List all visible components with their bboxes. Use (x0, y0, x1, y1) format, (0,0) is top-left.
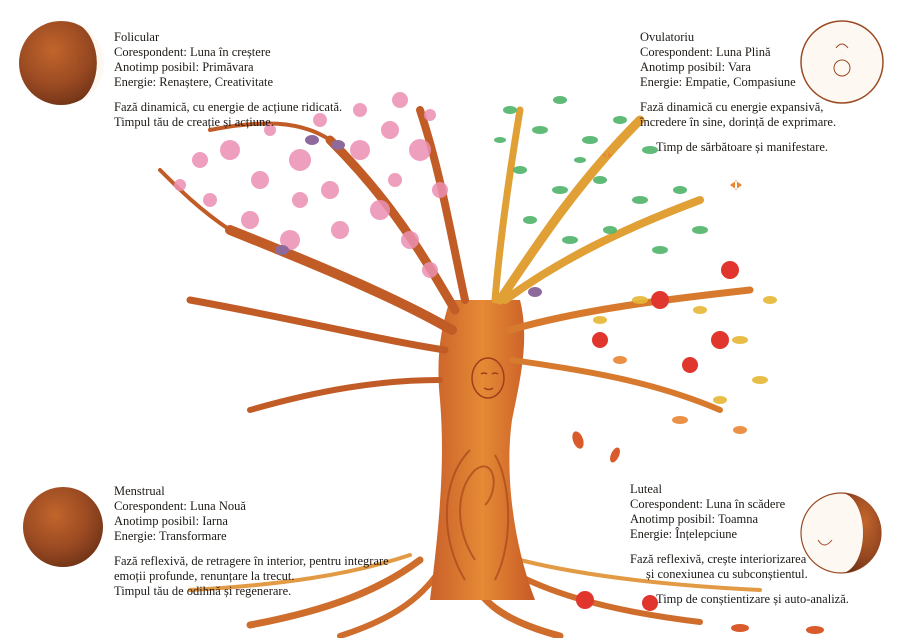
season-text: Anotimp posibil: Primăvara (114, 60, 254, 74)
ovulatoriu-block: Ovulatoriu Corespondent: Luna Plină Anot… (640, 30, 836, 155)
description-line: Timp de sărbătoare și manifestare. (656, 140, 829, 154)
description-line: Fază reflexivă, crește interiorizarea (630, 552, 807, 566)
waxing-moon-icon (19, 21, 104, 105)
description-line: emoții profunde, renunțare la trecut. (114, 569, 295, 583)
phase-title: Menstrual (114, 484, 165, 498)
description-line: Fază dinamică, cu energie de acțiune rid… (114, 100, 343, 114)
phase-title: Folicular (114, 30, 160, 44)
energy-text: Energie: Renaștere, Creativitate (114, 75, 274, 89)
menstrual-block: Menstrual Corespondent: Luna Nouă Anotim… (114, 484, 389, 599)
season-text: Anotimp posibil: Iarna (114, 514, 228, 528)
butterflies (602, 151, 742, 190)
full-moon-icon (800, 20, 884, 104)
tree-trunk (430, 300, 535, 600)
trunk-face (471, 357, 505, 399)
energy-text: Energie: Înțelepciune (630, 527, 738, 541)
description-line: Timpul tău de odihnă și regenerare. (114, 584, 292, 598)
correspondent-text: Corespondent: Luna Plină (640, 45, 771, 59)
folicular-block: Folicular Corespondent: Luna în creștere… (114, 30, 342, 130)
autumn-leaves (593, 296, 777, 434)
apples (576, 261, 739, 611)
energy-text: Energie: Empatie, Compasiune (640, 75, 796, 89)
pink-blossoms (174, 92, 448, 278)
energy-text: Energie: Transformare (114, 529, 227, 543)
waning-moon-icon (800, 492, 882, 574)
season-text: Anotimp posibil: Toamna (630, 512, 759, 526)
description-line: Timp de conștientizare și auto-analiză. (656, 592, 849, 606)
new-moon-icon (23, 487, 103, 567)
green-leaves (494, 96, 708, 254)
phase-title: Ovulatoriu (640, 30, 695, 44)
luteal-block: Luteal Corespondent: Luna în scădere Ano… (630, 482, 849, 607)
phase-title: Luteal (630, 482, 662, 496)
description-line: Timpul tău de creație și acțiune. (114, 115, 274, 129)
birds (275, 135, 542, 297)
description-line: Fază dinamică cu energie expansivă, (640, 100, 824, 114)
description-line: și conexiunea cu subconștientul. (646, 567, 808, 581)
description-line: încredere în sine, dorință de exprimare. (640, 115, 837, 129)
tree-branches (158, 106, 754, 413)
description-line: Fază reflexivă, de retragere în interior… (114, 554, 389, 568)
season-text: Anotimp posibil: Vara (640, 60, 751, 74)
correspondent-text: Corespondent: Luna în scădere (630, 497, 786, 511)
correspondent-text: Corespondent: Luna Nouă (114, 499, 246, 513)
falling-leaves (572, 431, 824, 634)
correspondent-text: Corespondent: Luna în creștere (114, 45, 271, 59)
